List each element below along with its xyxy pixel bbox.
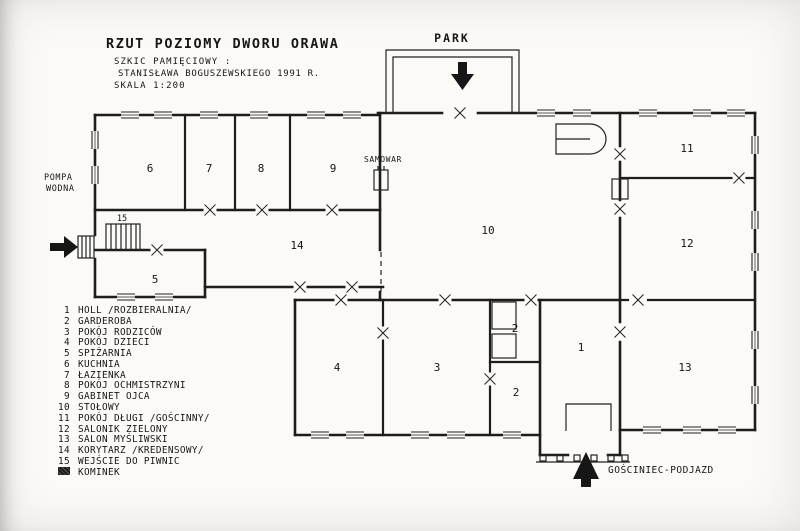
legend-num: 12 — [58, 423, 70, 435]
legend-num: 14 — [58, 445, 70, 457]
basement-stairs-icon — [105, 223, 141, 251]
legend-label: STOŁOWY — [78, 402, 120, 414]
room-label-12: 12 — [680, 237, 693, 250]
legend-item-kominek: KOMINEK — [50, 466, 210, 478]
legend-label: POKÓJ RODZICÓW — [78, 326, 162, 338]
legend-num: 4 — [64, 337, 70, 349]
legend-num: 3 — [64, 326, 70, 338]
legend-label: SPIŻARNIA — [78, 348, 132, 360]
samowar-label: SAMOWAR — [364, 155, 402, 164]
plan-icons — [50, 62, 629, 487]
legend-item: 8 POKÓJ OCHMISTRZYNI — [50, 380, 210, 392]
pompa-label-line2: WODNA — [46, 184, 75, 194]
room-label-11: 11 — [680, 142, 693, 155]
legend-label: HOLL /ROZBIERALNIA/ — [78, 304, 192, 316]
room-label-2-lower: 2 — [513, 386, 520, 399]
drawing-subtitle-1: SZKIC PAMIĘCIOWY : — [114, 57, 232, 67]
drawing-subtitle-2: STANISŁAWA BOGUSZEWSKIEGO 1991 R. — [118, 69, 320, 79]
legend-num: 6 — [64, 358, 70, 370]
room-label-10: 10 — [481, 224, 494, 237]
fireplace-legend-icon — [50, 466, 70, 478]
entrance-steps-icon — [77, 235, 95, 259]
legend-label: SALONIK ZIELONY — [78, 423, 168, 435]
legend-item: 7 ŁAZIENKA — [50, 370, 210, 381]
legend-num: 1 — [64, 304, 70, 316]
wardrobe-icons — [491, 301, 517, 359]
room-label-2-upper: 2 — [512, 322, 519, 335]
room-label-3: 3 — [434, 361, 441, 374]
legend-num: 9 — [64, 391, 70, 403]
gosciniec-label: GOŚCINIEC-PODJAZD — [608, 464, 714, 476]
legend-label: POKÓJ DZIECI — [78, 337, 150, 349]
room-label-7: 7 — [206, 162, 213, 175]
park-entrance-arrow-icon — [451, 62, 474, 90]
door-symbols — [150, 106, 746, 386]
legend-item: 4 POKÓJ DZIECI — [50, 337, 210, 348]
legend-item: 2 GARDEROBA — [50, 316, 210, 327]
room-legend: 1 HOLL /ROZBIERALNIA/ 2 GARDEROBA 3 POKÓJ R… — [50, 305, 210, 478]
driveway-arrow-icon — [573, 452, 599, 487]
legend-label: GABINET OJCA — [78, 391, 150, 403]
piano-icon — [555, 123, 607, 155]
park-label: PARK — [434, 31, 470, 45]
plan-details — [77, 49, 630, 463]
room-label-4: 4 — [334, 361, 341, 374]
legend-label: SALON MYŚLIWSKI — [78, 434, 168, 446]
room-label-5: 5 — [152, 273, 159, 286]
legend-num: 2 — [64, 315, 70, 327]
legend-num: 10 — [58, 402, 70, 414]
legend-label: POKÓJ OCHMISTRZYNI — [78, 380, 186, 392]
fireplace-icon — [611, 178, 629, 200]
walls — [93, 111, 757, 457]
room-label-8: 8 — [258, 162, 265, 175]
legend-item: 9 GABINET OJCA — [50, 391, 210, 402]
legend-item: 11 POKÓJ DŁUGI /GOŚCINNY/ — [50, 413, 210, 424]
legend-item: 14 KORYTARZ /KREDENSOWY/ — [50, 445, 210, 456]
legend-item: 6 KUCHNIA — [50, 359, 210, 370]
legend-num: 15 — [58, 456, 70, 468]
legend-label: KOMINEK — [78, 466, 120, 478]
drawing-title: RZUT POZIOMY DWORU ORAWA — [106, 36, 340, 52]
plan-labels: PARK SAMOWAR POMPA WODNA GOŚCINIEC-PODJA… — [44, 31, 714, 476]
title-block: RZUT POZIOMY DWORU ORAWA SZKIC PAMIĘCIOW… — [106, 36, 339, 91]
park-enclosure — [385, 49, 520, 112]
samowar-icon — [373, 166, 389, 191]
legend-num: 11 — [58, 412, 70, 424]
room-label-1: 1 — [578, 341, 585, 354]
water-pump-arrow-icon — [50, 236, 78, 258]
room-label-13: 13 — [678, 361, 691, 374]
legend-item: 5 SPIŻARNIA — [50, 348, 210, 359]
room-label-6: 6 — [147, 162, 154, 175]
legend-label: KORYTARZ /KREDENSOWY/ — [78, 445, 204, 457]
room-label-9: 9 — [330, 162, 337, 175]
legend-label: KUCHNIA — [78, 358, 120, 370]
legend-item: 1 HOLL /ROZBIERALNIA/ — [50, 305, 210, 316]
legend-label: WEJŚCIE DO PIWNIC — [78, 456, 180, 468]
legend-item: 12 SALONIK ZIELONY — [50, 424, 210, 435]
legend-item: 3 POKÓJ RODZICÓW — [50, 327, 210, 338]
legend-label: GARDEROBA — [78, 315, 132, 327]
vestibule-outline — [565, 403, 612, 431]
drawing-scale: SKALA 1:200 — [114, 81, 186, 91]
pompa-label-line1: POMPA — [44, 173, 73, 183]
legend-num: 7 — [64, 369, 70, 381]
legend-num: 13 — [58, 434, 70, 446]
legend-label: POKÓJ DŁUGI /GOŚCINNY/ — [78, 412, 210, 424]
legend-num: 8 — [64, 380, 70, 392]
legend-item: 13 SALON MYŚLIWSKI — [50, 434, 210, 446]
legend-num: 5 — [64, 348, 70, 360]
legend-item: 15 WEJŚCIE DO PIWNIC — [50, 456, 210, 467]
room-label-14: 14 — [290, 239, 304, 252]
legend-item: 10 STOŁOWY — [50, 402, 210, 413]
room-label-15: 15 — [117, 214, 127, 224]
legend-label: ŁAZIENKA — [78, 369, 126, 381]
